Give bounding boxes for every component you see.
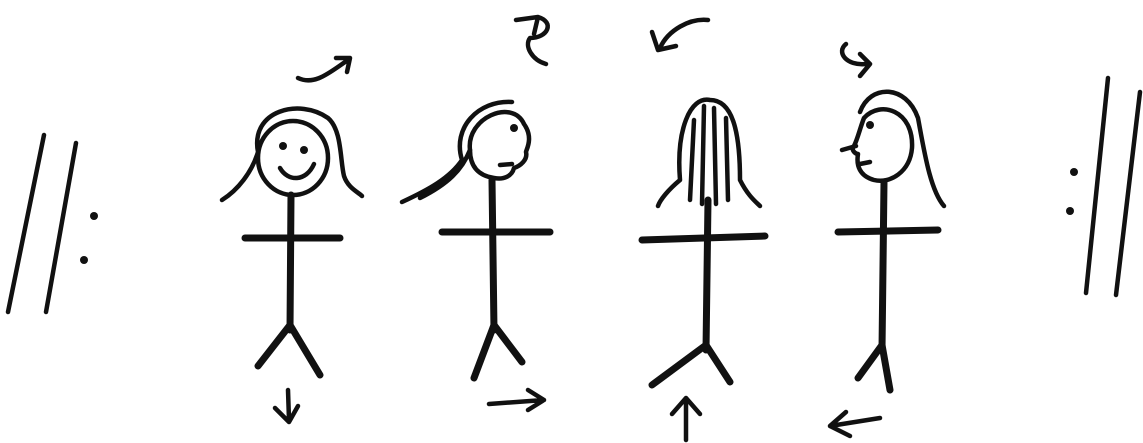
body [882,182,884,350]
repeat-bar-thick [8,135,44,312]
legs [652,345,730,385]
turn-arrow-icon [298,58,350,80]
figure-right-profile [402,17,550,410]
repeat-bar-thin [1086,78,1108,293]
eye [866,121,874,129]
end-repeat-sign [1066,78,1140,295]
head [470,112,529,178]
repeat-dot-lower [1066,207,1074,215]
eye [510,124,518,132]
body [290,195,291,330]
hair [860,92,944,206]
step-arrow-right-icon [489,390,544,410]
turn-arrow-icon [842,44,870,76]
body [492,180,494,330]
turn-arrow-icon [652,20,708,50]
figure-front [222,58,362,422]
repeat-dot-upper [90,212,98,220]
repeat-bar-thin [46,143,76,312]
step-arrow-down-icon [275,390,298,422]
arms [642,236,765,240]
legs [474,325,522,378]
legs [858,345,890,390]
start-repeat-sign [8,135,98,312]
eye-right [300,146,308,154]
step-arrow-up-icon [672,398,700,440]
repeat-dot-lower [80,256,88,264]
head [258,121,328,195]
smile [280,164,314,178]
repeat-dot-upper [1070,168,1078,176]
hair [658,100,760,206]
step-arrow-left-icon [830,412,880,436]
head [853,109,912,180]
eye-left [279,142,287,150]
body [706,200,708,350]
arms [838,230,938,232]
mouth [500,164,512,165]
figure-left-profile [830,44,944,436]
repeat-bar-thick [1116,92,1140,295]
mouth [860,162,870,164]
figure-back [642,20,765,440]
turn-arrow-icon [516,17,548,64]
